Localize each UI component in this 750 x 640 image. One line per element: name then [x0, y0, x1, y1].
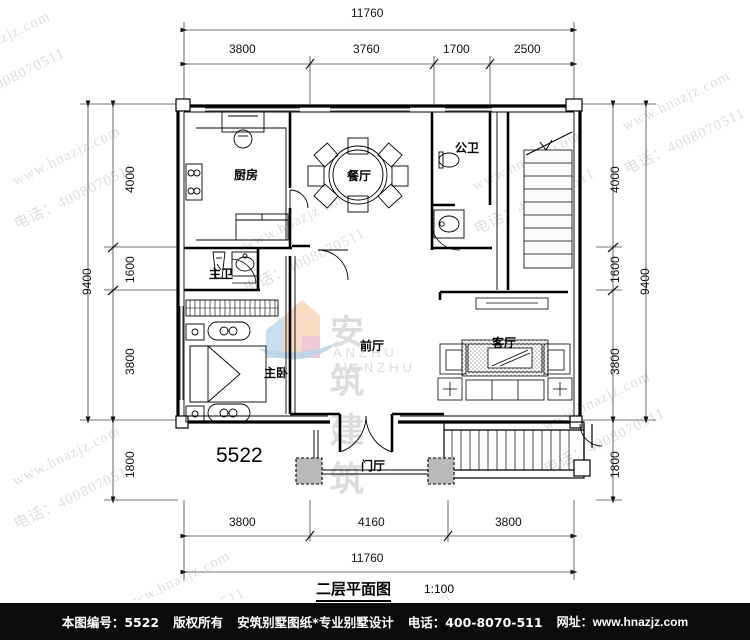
dim-right-seg-1: 4000 [608, 166, 622, 193]
dim-top-total: 11760 [351, 6, 384, 20]
footer-company: 安筑别墅图纸*专业别墅设计 [237, 615, 394, 630]
footer-plan-number: 本图编号：5522 [61, 615, 160, 630]
dim-right-seg-2: 1600 [608, 256, 622, 283]
dim-bottom-total: 11760 [351, 551, 384, 565]
room-label-living-room: 客厅 [492, 336, 517, 350]
dim-bottom-seg-1: 3800 [229, 515, 256, 529]
footer-phone: 电话：400-8070-511 [407, 615, 543, 630]
dim-right-total: 9400 [638, 268, 652, 295]
footer-bar: 本图编号：5522 版权所有 安筑别墅图纸*专业别墅设计 电话：400-8070… [0, 603, 750, 640]
plan-number: 5522 [216, 444, 263, 467]
dim-left-seg-1: 4000 [123, 166, 137, 193]
room-label-front-hall: 前厅 [360, 339, 385, 353]
dim-right-seg-4: 1800 [608, 451, 622, 478]
room-label-master-bed: 主卧 [264, 366, 289, 380]
dim-left-seg-2: 1600 [123, 256, 137, 283]
dim-top-seg-1: 3800 [229, 42, 256, 56]
dim-left-seg-4: 1800 [123, 451, 137, 478]
footer-copyright: 版权所有 [173, 615, 224, 630]
room-label-dining-room: 餐厅 [347, 169, 372, 183]
dim-top-seg-4: 2500 [514, 42, 541, 56]
dim-bottom-seg-2: 4160 [358, 515, 385, 529]
drawing-title: 二层平面图 [316, 578, 392, 602]
room-label-master-bath: 主卫 [209, 267, 234, 281]
footer-website: 网址：www.hnazjz.com [556, 615, 689, 629]
dim-left-total: 9400 [80, 268, 94, 295]
floor-plan-drawing [80, 22, 656, 580]
room-label-public-bath: 公卫 [455, 141, 480, 155]
dim-bottom-seg-3: 3800 [495, 515, 522, 529]
dim-right-seg-3: 3800 [608, 348, 622, 375]
dim-left-seg-3: 3800 [123, 348, 137, 375]
room-label-kitchen: 厨房 [234, 168, 259, 182]
dim-top-seg-2: 3760 [353, 42, 380, 56]
room-label-entry-hall: 门厅 [361, 459, 386, 473]
drawing-scale: 1:100 [424, 582, 455, 596]
dim-top-seg-3: 1700 [443, 42, 470, 56]
